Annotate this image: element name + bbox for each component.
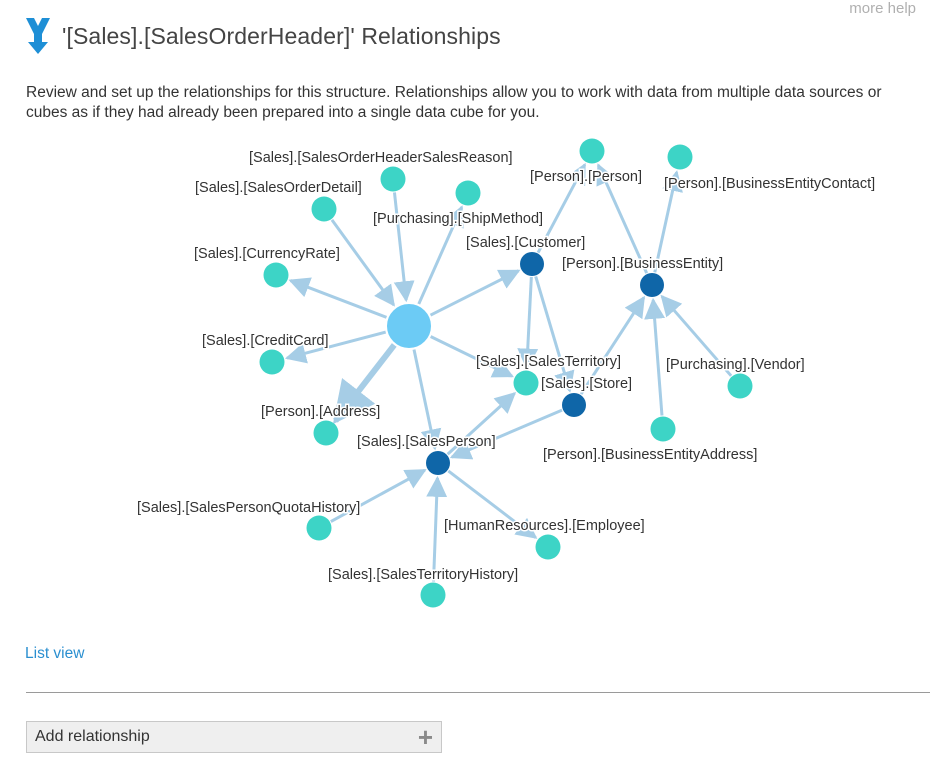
more-help-link[interactable]: more help (849, 0, 916, 17)
edge-center-salesperson (412, 349, 442, 451)
edge-customer-store (534, 276, 575, 393)
node-sod[interactable] (311, 196, 337, 222)
edge-businessentity-bec (653, 170, 683, 273)
node-territory[interactable] (513, 370, 539, 396)
graph-edges (284, 162, 733, 582)
node-label-businessentity: [Person].[BusinessEntity] (562, 256, 723, 272)
edge-territoryhistory-salesperson (426, 475, 448, 582)
list-view-link[interactable]: List view (25, 645, 85, 662)
node-center[interactable] (385, 302, 433, 350)
add-relationship-label: Add relationship (35, 728, 150, 745)
node-label-sohsr: [Sales].[SalesOrderHeaderSalesReason] (249, 150, 513, 166)
node-label-creditcard: [Sales].[CreditCard] (202, 333, 329, 349)
node-label-territoryhistory: [Sales].[SalesTerritoryHistory] (328, 567, 518, 583)
edge-center-creditcard (284, 330, 387, 364)
edge-vendor-businessentity (660, 294, 733, 377)
node-label-employee: [HumanResources].[Employee] (444, 518, 645, 534)
edge-center-customer (429, 269, 521, 317)
node-label-person: [Person].[Person] (530, 169, 642, 185)
edge-store-businessentity (579, 295, 646, 395)
page-title: '[Sales].[SalesOrderHeader]' Relationshi… (62, 22, 501, 49)
node-businessentity[interactable] (640, 273, 664, 297)
node-label-currencyrate: [Sales].[CurrencyRate] (194, 246, 340, 262)
relationship-graph[interactable]: [Sales].[SalesOrderHeaderSalesReason] [Sa… (0, 130, 936, 620)
node-label-salesperson: [Sales].[SalesPerson] (357, 434, 496, 450)
graph-labels: [Sales].[SalesOrderHeaderSalesReason] [Sa… (136, 149, 877, 585)
edge-sod-center (330, 219, 395, 307)
edge-businessentity-person (596, 163, 649, 274)
node-label-vendor: [Purchasing].[Vendor] (666, 357, 805, 373)
edge-sohsr-center (392, 192, 415, 303)
page-description: Review and set up the relationships for … (26, 84, 882, 121)
node-label-customer: [Sales].[Customer] (466, 235, 585, 251)
node-label-quota: [Sales].[SalesPersonQuotaHistory] (137, 500, 360, 516)
node-salesperson[interactable] (426, 451, 450, 475)
node-person[interactable] (579, 138, 605, 164)
graph-nodes (259, 138, 753, 608)
edge-center-address (332, 343, 397, 425)
edge-salesperson-employee (447, 469, 538, 539)
node-employee[interactable] (535, 534, 561, 560)
node-label-address: [Person].[Address] (261, 404, 380, 420)
edge-customer-person (536, 162, 587, 254)
node-sohsr[interactable] (380, 166, 406, 192)
node-vendor[interactable] (727, 373, 753, 399)
edge-quota-salesperson (330, 468, 427, 523)
node-territoryhistory[interactable] (420, 582, 446, 608)
merge-arrow-icon (26, 18, 50, 54)
edge-center-territory (429, 335, 514, 378)
edge-store-salesperson (449, 408, 563, 460)
page-header: '[Sales].[SalesOrderHeader]' Relationshi… (24, 16, 501, 56)
node-label-bec: [Person].[BusinessEntityContact] (664, 176, 875, 192)
edge-center-currencyrate (288, 277, 388, 319)
edge-bea-businessentity (644, 297, 666, 416)
node-bec[interactable] (667, 144, 693, 170)
edge-salesperson-territory (446, 392, 517, 456)
node-quota[interactable] (306, 515, 332, 541)
node-bea[interactable] (650, 416, 676, 442)
edge-customer-territory (517, 276, 539, 370)
divider (26, 692, 930, 693)
node-label-territory: [Sales].[SalesTerritory] (476, 354, 621, 370)
plus-icon: + (417, 722, 433, 752)
node-store[interactable] (562, 393, 586, 417)
node-label-bea: [Person].[BusinessEntityAddress] (543, 447, 757, 463)
node-address[interactable] (313, 420, 339, 446)
edge-center-shipmethod (417, 205, 464, 305)
node-shipmethod[interactable] (455, 180, 481, 206)
node-customer[interactable] (520, 252, 544, 276)
node-label-shipmethod: [Purchasing].[ShipMethod] (373, 211, 543, 227)
node-creditcard[interactable] (259, 349, 285, 375)
node-label-sod: [Sales].[SalesOrderDetail] (195, 180, 362, 196)
node-label-store: [Sales].[Store] (541, 376, 632, 392)
node-currencyrate[interactable] (263, 262, 289, 288)
add-relationship-button[interactable]: Add relationship + (26, 721, 442, 753)
